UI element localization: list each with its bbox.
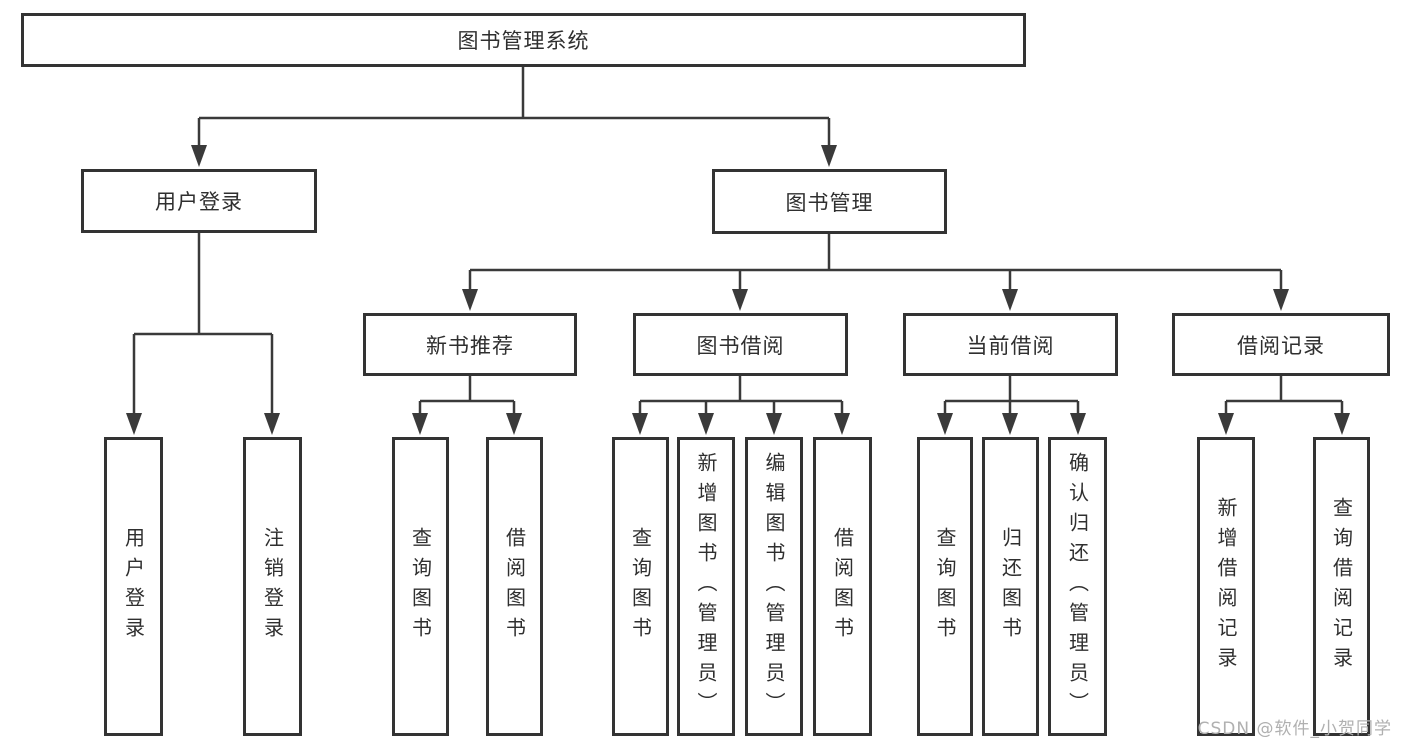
node-book-borrowing: 图书借阅 (633, 313, 848, 376)
leaf-logout: 注销登录 (243, 437, 302, 736)
leaf-label: 新增图书（管理员） (694, 451, 718, 722)
leaf-label: 借阅图书 (830, 526, 855, 647)
leaf-return-book: 归还图书 (982, 437, 1039, 736)
node-new-book-recommend: 新书推荐 (363, 313, 577, 376)
leaf-label: 查询借阅记录 (1329, 496, 1354, 677)
node-label: 用户登录 (155, 190, 243, 214)
node-label: 借阅记录 (1237, 333, 1325, 358)
node-current-borrowing: 当前借阅 (903, 313, 1118, 376)
leaf-label: 确认归还（管理员） (1065, 451, 1090, 722)
leaf-label: 查询图书 (933, 526, 957, 647)
node-library-system: 图书管理系统 (21, 13, 1026, 67)
leaf-add-borrow-record: 新增借阅记录 (1197, 437, 1255, 736)
leaf-label: 查询图书 (628, 526, 653, 647)
leaf-query-books-1: 查询图书 (392, 437, 449, 736)
node-book-management: 图书管理 (712, 169, 947, 234)
leaf-edit-book-admin: 编辑图书（管理员） (745, 437, 803, 736)
leaf-label: 新增借阅记录 (1214, 496, 1238, 677)
node-label: 图书管理 (785, 190, 874, 215)
leaf-label: 编辑图书（管理员） (762, 451, 786, 722)
leaf-borrow-books-2: 借阅图书 (813, 437, 872, 736)
leaf-label: 用户登录 (121, 526, 146, 647)
leaf-label: 借阅图书 (502, 526, 527, 647)
leaf-query-books-3: 查询图书 (917, 437, 973, 736)
leaf-query-books-2: 查询图书 (612, 437, 669, 736)
csdn-watermark: CSDN @软件_小贺同学 (1197, 719, 1392, 739)
leaf-user-login: 用户登录 (104, 437, 163, 736)
node-label: 图书管理系统 (457, 29, 590, 53)
leaf-borrow-books-1: 借阅图书 (486, 437, 543, 736)
leaf-label: 归还图书 (998, 526, 1023, 647)
node-borrowing-records: 借阅记录 (1172, 313, 1390, 376)
leaf-confirm-return-admin: 确认归还（管理员） (1048, 437, 1107, 736)
leaf-label: 查询图书 (408, 526, 433, 647)
node-user-login: 用户登录 (81, 169, 317, 233)
leaf-label: 注销登录 (260, 526, 285, 647)
node-label: 新书推荐 (426, 333, 514, 358)
node-label: 当前借阅 (966, 333, 1055, 358)
leaf-query-borrow-record: 查询借阅记录 (1313, 437, 1370, 736)
node-label: 图书借阅 (696, 333, 785, 358)
leaf-add-book-admin: 新增图书（管理员） (677, 437, 735, 736)
